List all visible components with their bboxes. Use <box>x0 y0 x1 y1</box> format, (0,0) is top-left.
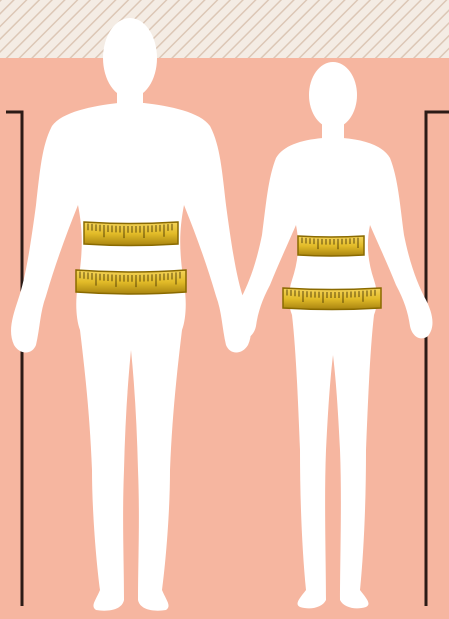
ceiling-band <box>0 0 449 60</box>
female-hips-tape <box>283 288 381 310</box>
male-waist-tape <box>84 222 178 246</box>
female-waist-tape <box>298 236 364 256</box>
male-hips-tape <box>76 270 186 294</box>
